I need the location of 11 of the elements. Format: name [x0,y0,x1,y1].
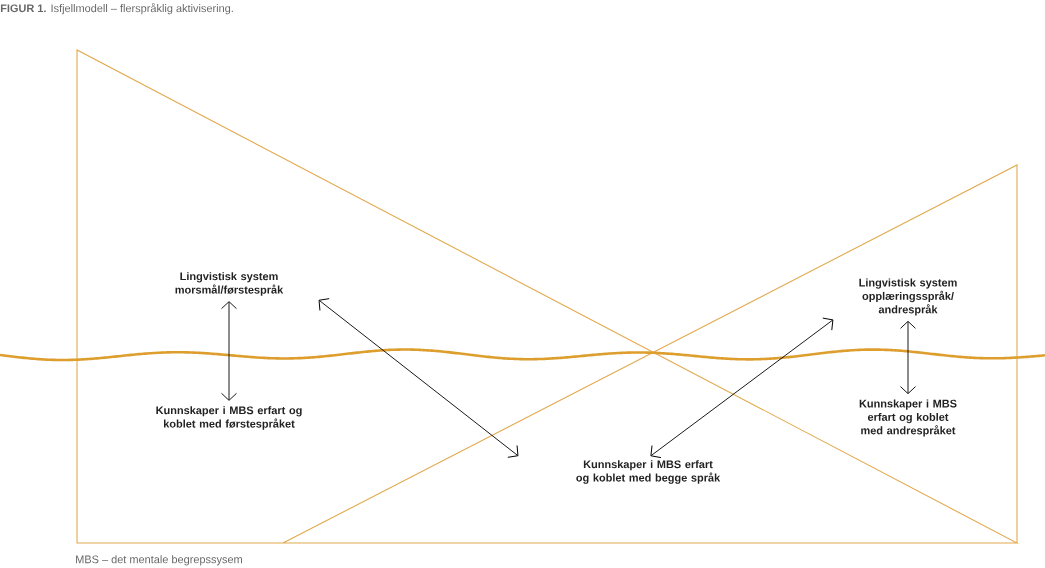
label-text: Kunnskaper i MBS erfart og koblet med andrespråket [859,399,957,437]
figure-title: FIGUR 1. Isfjellmodell – flerspråklig aktivisering. [0,3,233,15]
label-text: Kunnskaper i MBS erfart og koblet med begge språk [576,460,721,484]
double-arrow [221,301,237,401]
label-text: Kunnskaper i MBS erfart og koblet med førstespråket [156,406,302,430]
double-arrow [318,298,519,458]
double-arrow [900,320,916,395]
label-text: Lingvistisk system opplæringsspråk/ andrespråk [859,278,957,316]
double-arrow [650,317,834,459]
label-text: Lingvistisk system morsmål/førstespråk [175,272,284,296]
caption: MBS – det mentale begrepssysem [76,555,242,566]
